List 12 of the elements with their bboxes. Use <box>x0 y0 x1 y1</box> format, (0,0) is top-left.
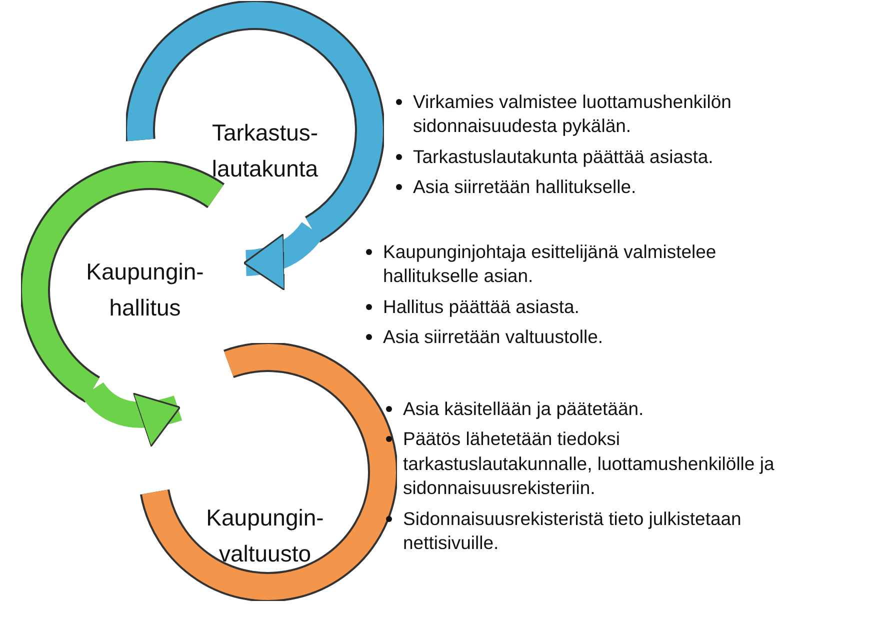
bullet-item: Virkamies valmistee luottamushenkilön sidonnaisuudesta pykälän. <box>393 90 843 139</box>
bullet-item: Tarkastuslautakunta päättää asiasta. <box>393 144 843 170</box>
stage-label: Tarkastus- lautakunta <box>210 118 320 183</box>
bullet-item: Hallitus päättää asiasta. <box>363 294 783 320</box>
stage-label: Kaupungin- valtuusto <box>205 503 325 568</box>
stage-label: Kaupungin- hallitus <box>85 257 205 322</box>
bullet-item: Kaupunginjohtaja esittelijänä valmistelee hallitukselle asian. <box>363 240 783 289</box>
bullet-item: Päätös lähetetään tiedoksi tarkastuslautakunnalle, luottamushenkilölle ja sidonnaisuusrekisteriin. <box>383 427 813 501</box>
bullet-item: Asia käsitellään ja päätetään. <box>383 397 813 422</box>
bullet-item: Asia siirretään hallitukselle. <box>393 175 843 200</box>
bullet-item: Asia siirretään valtuustolle. <box>363 325 783 350</box>
bullet-item: Sidonnaisuusrekisteristä tieto julkistetaan nettisivuille. <box>383 506 813 556</box>
